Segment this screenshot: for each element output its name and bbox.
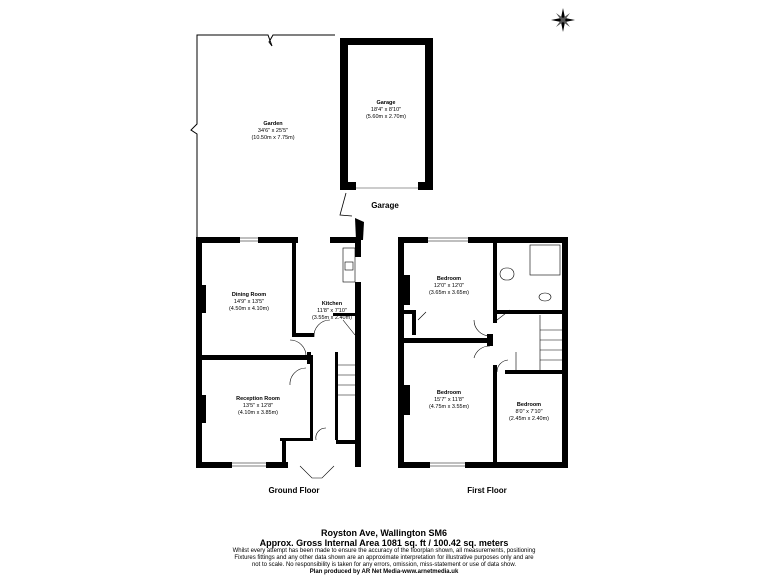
room-size-imperial: 34'6" x 25'5": [257, 128, 289, 134]
room-size-metric: (10.50m x 7.75m): [251, 135, 295, 141]
room-name: Garage: [376, 100, 396, 106]
room-label-bedroom-2: Bedroom 15'7" x 11'8" (4.75m x 3.55m): [429, 390, 469, 411]
room-size-metric: (4.75m x 3.55m): [428, 404, 470, 410]
room-size-metric: (4.50m x 4.10m): [228, 306, 270, 312]
disclaimer-line-3: not to scale. No responsibility is taken…: [251, 562, 517, 568]
room-name: Reception Room: [236, 396, 280, 402]
room-name: Bedroom: [436, 390, 462, 396]
room-label-garage: Garage 18'4" x 8'10" (5.60m x 2.70m): [366, 100, 406, 121]
room-label-dining: Dining Room 14'9" x 13'5" (4.50m x 4.10m…: [229, 292, 269, 313]
room-size-imperial: 15'7" x 11'8": [434, 397, 464, 403]
room-size-imperial: 8'0" x 7'10": [515, 409, 543, 415]
address: Royston Ave, Wallington SM6: [320, 528, 447, 538]
room-label-garden: Garden 34'6" x 25'5" (10.50m x 7.75m): [251, 121, 294, 142]
garage-walls: [340, 38, 433, 190]
ground-floor-label: Ground Floor: [268, 486, 320, 495]
room-size-imperial: 11'8" x 7'10": [317, 308, 347, 314]
first-floor-fittings: [417, 237, 562, 467]
room-label-kitchen: Kitchen 11'8" x 7'10" (3.55m x 2.40m): [312, 301, 352, 322]
room-size-imperial: 13'5" x 12'8": [242, 403, 274, 409]
room-size-metric: (3.65m x 3.65m): [428, 290, 470, 296]
ground-floor-walls: [196, 237, 361, 468]
room-name: Garden: [263, 121, 283, 127]
garden-outline: [190, 34, 335, 240]
garage-block-label: Garage: [371, 201, 399, 210]
room-name: Kitchen: [321, 301, 343, 307]
room-size-metric: (5.60m x 2.70m): [365, 114, 407, 120]
compass-rose-icon: [551, 8, 575, 32]
room-size-metric: (4.10m x 3.85m): [237, 410, 279, 416]
first-floor-walls: [398, 237, 568, 468]
room-size-imperial: 12'0" x 12'0": [433, 283, 465, 289]
disclaimer-line-2: Fixtures fittings and any other data sho…: [234, 555, 534, 561]
room-name: Bedroom: [516, 402, 542, 408]
room-label-reception: Reception Room 13'5" x 12'8" (4.10m x 3.…: [236, 396, 280, 417]
room-label-bedroom-1: Bedroom 12'0" x 12'0" (3.65m x 3.65m): [429, 276, 469, 297]
plan-credit: Plan produced by AR Net Media-www.arnetm…: [309, 569, 459, 575]
room-name: Bedroom: [436, 276, 462, 282]
gross-area: Approx. Gross Internal Area 1081 sq. ft …: [259, 538, 509, 548]
room-name: Dining Room: [231, 292, 267, 298]
side-gate: [339, 192, 353, 217]
room-label-bedroom-3: Bedroom 8'0" x 7'10" (2.45m x 2.40m): [509, 402, 549, 423]
ground-floor-fittings: [232, 237, 356, 479]
room-size-imperial: 14'9" x 13'5": [233, 299, 265, 305]
first-floor-label: First Floor: [467, 486, 507, 495]
room-size-metric: (2.45m x 2.40m): [508, 416, 550, 422]
room-size-metric: (3.55m x 2.40m): [311, 315, 353, 321]
disclaimer-line-1: Whilst every attempt has been made to en…: [232, 548, 536, 554]
side-wall: [355, 218, 364, 240]
room-size-imperial: 18'4" x 8'10": [370, 107, 402, 113]
